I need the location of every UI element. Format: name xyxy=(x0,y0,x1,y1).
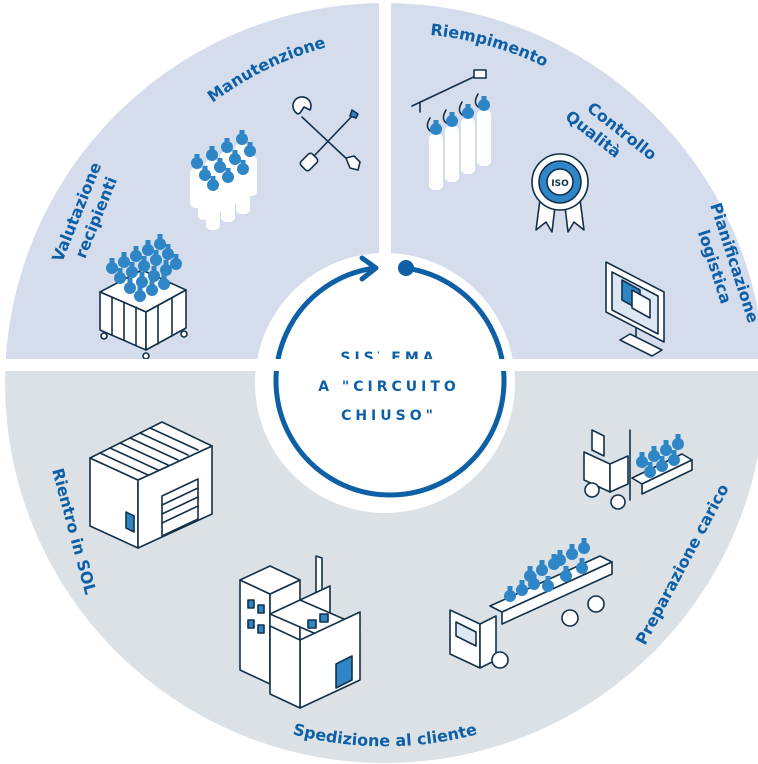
warehouse-icon xyxy=(89,421,213,549)
iso-quality-badge-icon: ISO xyxy=(531,153,589,233)
center-title-line-2: A "CIRCUITO xyxy=(318,379,460,395)
center-title-line-3: CHIUSO" xyxy=(341,408,437,424)
center-disc xyxy=(255,253,515,513)
truck-icon xyxy=(449,538,613,669)
iso-badge-text: ISO xyxy=(551,179,569,189)
filling-station-icon xyxy=(411,69,491,190)
sector-dividers xyxy=(5,3,758,371)
factory-icon xyxy=(239,555,361,709)
loop-arrow xyxy=(273,255,507,498)
tools-icon xyxy=(292,96,361,172)
computer-monitor-icon xyxy=(605,261,665,357)
forklift-icon xyxy=(583,429,693,510)
cylinder-pallet-icon xyxy=(99,234,188,360)
